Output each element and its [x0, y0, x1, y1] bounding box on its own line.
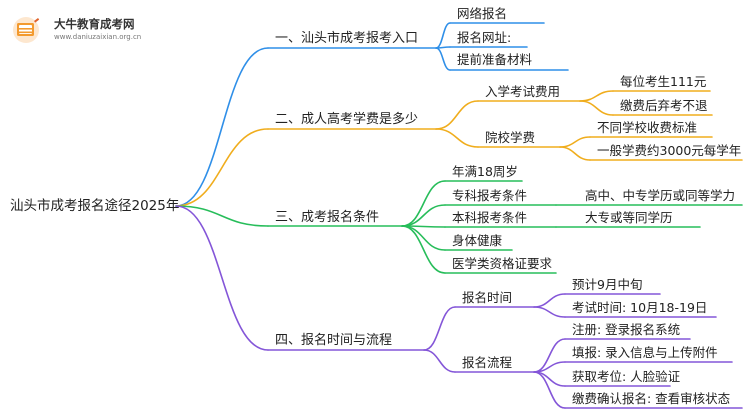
- branch-3-item-2: 专科报考条件: [452, 188, 528, 203]
- branch-3-item-3: 本科报考条件: [452, 210, 528, 225]
- edge-branch-3-item-1: [401, 180, 446, 227]
- branch-2-item-2-leaf-2: 一般学费约3000元每学年: [597, 143, 742, 158]
- edge-branch-3-item-4: [401, 225, 446, 251]
- edge-branch-2-item-2: [435, 128, 479, 148]
- branch-2-item-1-leaf-1: 每位考生111元: [620, 74, 707, 89]
- edge-root-branch-3: [175, 205, 269, 227]
- edge-branch-3-item-5: [401, 225, 446, 274]
- branch-1-item-1: 网络报名: [457, 6, 508, 21]
- edge-branch-2-item-2-leaf-2: [559, 146, 591, 161]
- edge-branch-2-item-1-leaf-2: [579, 100, 614, 116]
- edge-branch-4-item-1-leaf-2: [533, 306, 566, 318]
- branch-3: 三、成考报名条件: [275, 210, 380, 225]
- edge-root-branch-1: [175, 47, 269, 207]
- edge-branch-2-item-1-leaf-1: [579, 90, 614, 102]
- branch-3-item-2-leaf-1: 高中、中专学历或同等学力: [585, 188, 736, 203]
- logo-title: 大牛教育成考网: [54, 17, 135, 31]
- branch-4-item-2-leaf-1: 注册: 登录报名系统: [572, 322, 681, 337]
- edge-branch-2-item-1: [435, 100, 479, 130]
- edge-root-branch-4: [175, 205, 269, 351]
- branch-3-item-4: 身体健康: [452, 233, 503, 248]
- logo-url: www.daniuzaixian.org.cn: [54, 33, 142, 41]
- root-node: 汕头市成考报名途径2025年: [10, 198, 180, 214]
- edge-branch-4-item-2: [423, 349, 456, 373]
- edge-branch-3-item-2: [401, 204, 446, 227]
- branch-4-item-1: 报名时间: [462, 290, 513, 305]
- branch-4-item-2-leaf-3: 获取考位: 人脸验证: [572, 369, 681, 384]
- branch-3-item-3-leaf-1: 大专或等同学历: [585, 210, 673, 225]
- branch-3-item-5: 医学类资格证要求: [452, 256, 553, 271]
- site-logo: 大牛教育成考网 www.daniuzaixian.org.cn: [8, 8, 158, 48]
- edge-branch-2-item-2-leaf-1: [559, 136, 591, 148]
- branch-1: 一、汕头市成考报考入口: [275, 31, 419, 46]
- branch-4-item-2-leaf-4: 缴费确认报名: 查看审核状态: [572, 391, 731, 406]
- branch-3-item-1: 年满18周岁: [452, 164, 518, 179]
- edge-root-branch-2: [175, 128, 269, 207]
- edge-branch-1-item-3: [435, 47, 451, 71]
- branch-2: 二、成人高考学费是多少: [275, 112, 419, 127]
- branch-2-item-2-leaf-1: 不同学校收费标准: [597, 120, 698, 135]
- branch-4: 四、报名时间与流程: [275, 333, 393, 348]
- branch-2-item-1: 入学考试费用: [485, 84, 561, 99]
- edge-branch-1-item-1: [435, 22, 451, 49]
- branch-2-item-1-leaf-2: 缴费后弃考不退: [620, 98, 708, 113]
- branch-4-item-2: 报名流程: [462, 355, 513, 370]
- branch-2-item-2: 院校学费: [485, 130, 536, 145]
- edge-branch-4-item-1-leaf-1: [533, 293, 566, 308]
- edge-branch-4-item-1: [423, 306, 456, 351]
- branch-4-item-1-leaf-1: 预计9月中旬: [572, 277, 643, 292]
- branch-1-item-2: 报名网址:: [457, 30, 512, 45]
- branch-4-item-2-leaf-2: 填报: 录入信息与上传附件: [572, 345, 718, 360]
- branch-4-item-1-leaf-2: 考试时间: 10月18-19日: [572, 300, 708, 315]
- branch-1-item-3: 提前准备材料: [457, 52, 533, 67]
- book-stack-icon: [13, 17, 40, 43]
- edge-branch-4-item-2-leaf-4: [533, 371, 566, 409]
